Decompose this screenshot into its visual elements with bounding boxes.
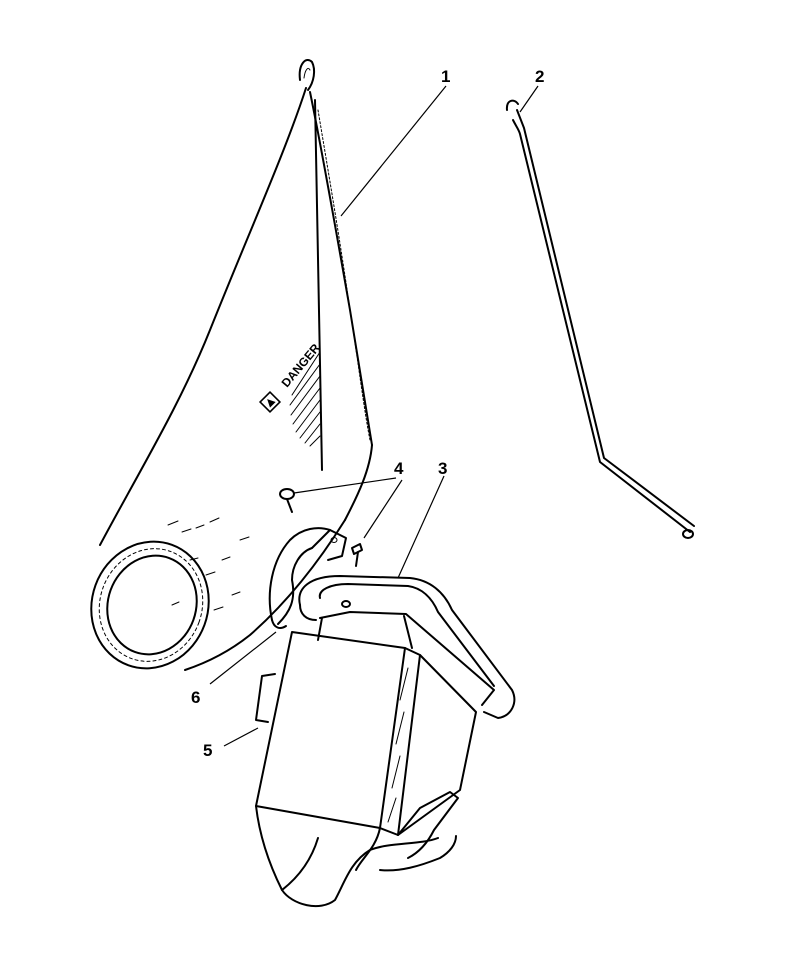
- bolt: [279, 488, 295, 513]
- mounting-frame: [298, 575, 516, 719]
- leader-5: [223, 727, 259, 747]
- leader-lines: [209, 85, 539, 747]
- discharge-chute: [255, 611, 495, 908]
- danger-decal: DANGER: [258, 341, 323, 414]
- leader-4b: [363, 479, 403, 539]
- hanger-rod: [505, 99, 695, 539]
- callout-3: 3: [438, 459, 447, 478]
- callout-4: 4: [394, 459, 404, 478]
- warning-icon: [258, 390, 282, 414]
- leader-4a: [293, 477, 397, 494]
- callout-5: 5: [203, 741, 212, 760]
- screw: [351, 543, 363, 567]
- callout-6: 6: [191, 688, 200, 707]
- callout-1: 1: [441, 67, 450, 86]
- fasteners: [279, 488, 363, 567]
- decal-text: DANGER: [279, 341, 323, 390]
- leader-1: [340, 85, 447, 217]
- callout-2: 2: [535, 67, 544, 86]
- leader-3: [397, 475, 445, 579]
- grass-bag: [90, 59, 373, 671]
- bracket-clip: [268, 527, 347, 629]
- callouts: 1 2 3 4 5 6: [191, 67, 544, 760]
- leader-6: [209, 631, 277, 685]
- leader-2: [519, 85, 539, 113]
